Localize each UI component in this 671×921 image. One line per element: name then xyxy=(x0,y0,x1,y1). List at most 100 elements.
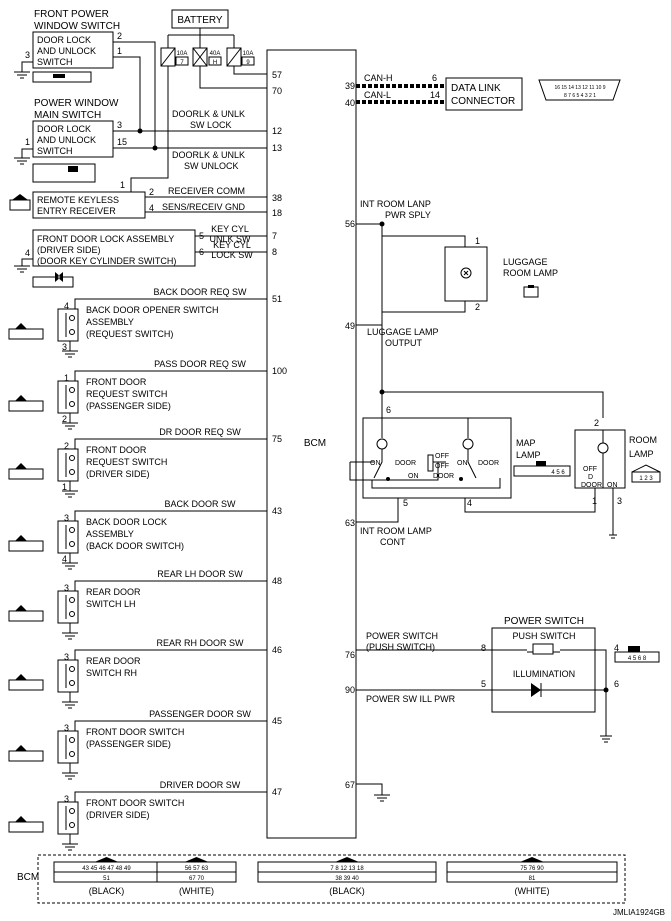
bcm-conn-color: (BLACK) xyxy=(89,886,125,896)
switch-wire xyxy=(74,791,267,802)
switch-ground xyxy=(62,413,78,430)
switch-connector-icon xyxy=(8,468,44,480)
switch-pin-bot: 4 xyxy=(62,554,67,564)
switch-ground xyxy=(62,692,78,709)
fpw-wires xyxy=(113,41,156,148)
switch-label: FRONT DOOR SWITCH xyxy=(86,727,184,737)
switch-connector-icon xyxy=(8,540,44,552)
bcm-label: BCM xyxy=(304,438,326,449)
map-pos: DOOR xyxy=(433,473,454,480)
bcm-pin: 18 xyxy=(272,208,282,218)
sig-int-room-pwr: INT ROOM LANP xyxy=(360,199,431,209)
room-conn-pins: 1 2 3 xyxy=(639,476,653,482)
bcm-pin: 56 xyxy=(345,219,355,229)
bcm-pin: 7 xyxy=(272,231,277,241)
dlc-connector-icon: 16 15 14 13 12 11 10 9 8 7 6 5 4 3 2 1 xyxy=(538,79,621,101)
lug-pin: 2 xyxy=(475,302,480,312)
fdl-wires xyxy=(195,235,267,253)
fpw-connector-icon xyxy=(32,71,92,83)
sig-int-room-cont: INT ROOM LAMP xyxy=(360,526,432,536)
room-pos: OFF xyxy=(583,466,597,473)
bcm-conn-top: 56 57 63 xyxy=(185,866,209,872)
fpw-pin: 2 xyxy=(117,31,122,41)
pwm-pin: 15 xyxy=(117,137,127,147)
fpw-pin: 1 xyxy=(117,46,122,56)
switch-wire xyxy=(74,438,267,449)
sig-key-unlk: UNLK SW xyxy=(209,234,251,244)
bcm-conn-top: 7 8 12 13 18 xyxy=(330,866,364,872)
bcm-pin: 100 xyxy=(272,366,287,376)
map-bulb-leads xyxy=(373,449,477,479)
map-pin: 4 xyxy=(467,498,472,508)
switch-ground xyxy=(62,623,78,640)
switch-connector-icon xyxy=(8,328,44,340)
map-pin: 5 xyxy=(403,498,408,508)
bcm-connector-frame xyxy=(37,854,626,904)
map-pos: ON xyxy=(370,460,381,467)
sig-can-h: CAN-H xyxy=(364,73,393,83)
room-lamp-leads xyxy=(602,430,617,539)
switch-wire xyxy=(74,370,267,381)
switch-wire xyxy=(74,580,267,591)
switch-body xyxy=(57,308,79,342)
fuse-2: 40A H xyxy=(192,47,222,67)
lug-label: ROOM LAMP xyxy=(503,268,558,278)
room-pin: 2 xyxy=(594,418,599,428)
bcm-conn-color: (WHITE) xyxy=(179,886,214,896)
bcm-pin: 76 xyxy=(345,650,355,660)
switch-wire-label: PASSENGER DOOR SW xyxy=(149,709,251,719)
bcm-pin: 12 xyxy=(272,126,282,136)
fdl-ground xyxy=(14,258,33,273)
switch-body xyxy=(57,801,79,835)
switch-connector-icon xyxy=(8,400,44,412)
switch-label: ASSEMBLY xyxy=(86,529,134,539)
dlc-box xyxy=(445,77,523,111)
fuse-3: 10A 9 xyxy=(226,47,255,67)
psw-box xyxy=(491,627,596,713)
bcm-conn-color: (WHITE) xyxy=(515,886,550,896)
bcm-pin: 70 xyxy=(272,86,282,96)
bcm-pin: 51 xyxy=(272,294,282,304)
switch-label: REQUEST SWITCH xyxy=(86,389,167,399)
fuse-1-num: 7 xyxy=(180,60,184,66)
switch-wire xyxy=(74,510,267,521)
switch-body xyxy=(57,380,79,414)
bcm-pin: 45 xyxy=(272,716,282,726)
switch-pin-top: 2 xyxy=(64,441,69,451)
switch-pin-top: 1 xyxy=(64,373,69,383)
bcm-pin: 8 xyxy=(272,247,277,257)
switch-label: ASSEMBLY xyxy=(86,317,134,327)
pwm-box-text: AND UNLOCK xyxy=(37,135,96,145)
fpw-box-text: SWITCH xyxy=(37,57,73,67)
pwm-pin: 1 xyxy=(25,137,30,147)
switch-label: (DRIVER SIDE) xyxy=(86,810,150,820)
switch-pin-bot: 3 xyxy=(62,342,67,352)
switch-label: FRONT DOOR xyxy=(86,377,147,387)
sig-key-unlk: KEY CYL xyxy=(211,224,249,234)
switch-label: (PASSENGER SIDE) xyxy=(86,739,171,749)
switch-connector-icon xyxy=(8,610,44,622)
switch-pin-top: 3 xyxy=(64,794,69,804)
pwm-title: MAIN SWITCH xyxy=(34,110,101,121)
psw-push: PUSH SWITCH xyxy=(513,631,576,641)
room-pos: DOOR xyxy=(581,482,602,489)
bcm-conn-bot: 51 xyxy=(103,876,110,882)
bcm-pin: 63 xyxy=(345,518,355,528)
pwm-ground xyxy=(14,148,33,165)
fdl-box-text: FRONT DOOR LOCK ASSEMBLY xyxy=(37,234,174,244)
sig-power-switch: (PUSH SWITCH) xyxy=(366,642,435,652)
switch-label: SWITCH RH xyxy=(86,668,137,678)
switch-ground xyxy=(62,834,78,851)
map-pos: OFF xyxy=(435,453,449,460)
pwm-pin: 3 xyxy=(117,120,122,130)
bcm-pin: 49 xyxy=(345,321,355,331)
footer-code: JMLIA1924GB xyxy=(613,908,665,917)
switch-pin-bot: 2 xyxy=(62,414,67,424)
bcm-conn-top: 43 45 46 47 48 49 xyxy=(82,866,131,872)
room-pin: 3 xyxy=(617,496,622,506)
fdl-box-text: (DRIVER SIDE) xyxy=(37,245,101,255)
keyless-box xyxy=(32,191,146,219)
